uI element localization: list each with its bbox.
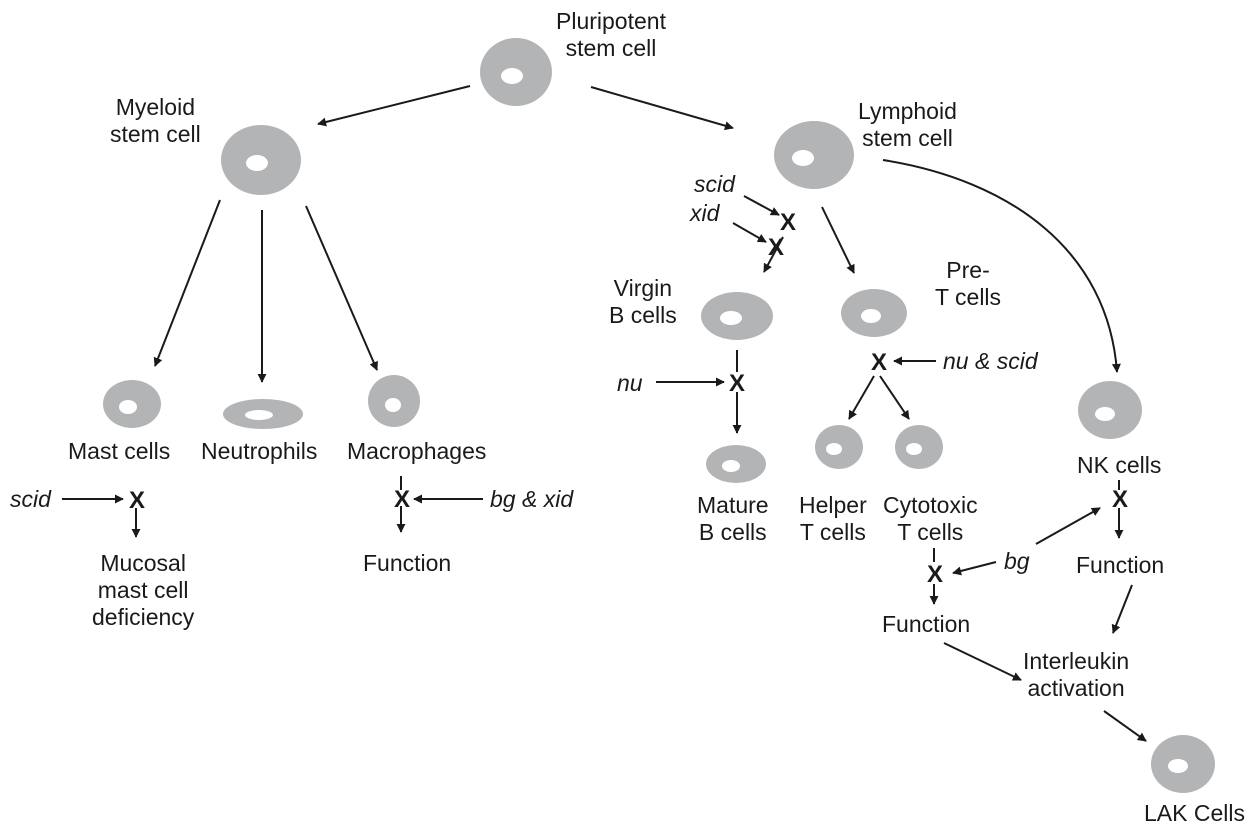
block-mark-macrophage: X bbox=[394, 486, 410, 513]
label-macrophage-function: Function bbox=[363, 550, 452, 576]
label-neutrophils: Neutrophils bbox=[201, 438, 318, 464]
label-nk-function: Function bbox=[1076, 552, 1165, 578]
arrow-interleukin-to-lak bbox=[1103, 710, 1147, 742]
neutrophil-cell bbox=[223, 399, 303, 429]
arrow-myeloid-to-mast bbox=[153, 199, 221, 367]
block-mark-lymphoid-xid: X bbox=[768, 234, 784, 261]
arrow-myeloid-to-macrophage bbox=[305, 205, 378, 371]
block-mark-virgin-b: X bbox=[729, 370, 745, 397]
mutation-label-bg: bg bbox=[1004, 548, 1030, 574]
label-lak-cells: LAK Cells bbox=[1144, 800, 1245, 826]
block-mark-nk: X bbox=[1112, 486, 1128, 513]
arrow-pre-t-to-helper bbox=[848, 375, 875, 420]
mutation-label-scid-mast: scid bbox=[10, 486, 51, 512]
arrow-bg-to-t bbox=[952, 561, 997, 576]
arrow-scid-lymphoid bbox=[743, 195, 780, 216]
arrow-nk-function-to-interleukin bbox=[1111, 584, 1133, 634]
label-macrophages: Macrophages bbox=[347, 438, 487, 464]
cytotoxic-t-cell bbox=[895, 425, 943, 469]
macrophage-cell bbox=[368, 375, 420, 427]
helper-t-cell bbox=[815, 425, 863, 469]
mutation-label-xid-lymphoid: xid bbox=[690, 200, 720, 226]
arrow-lymphoid-to-nk bbox=[882, 159, 1121, 373]
virgin-b-cell bbox=[701, 292, 773, 340]
arrow-t-function-to-interleukin bbox=[943, 642, 1022, 681]
mutation-label-bg-xid: bg & xid bbox=[490, 486, 574, 512]
block-mark-mast: X bbox=[129, 487, 145, 514]
arrow-lymphoid-to-virgin-b bbox=[763, 236, 784, 273]
pluripotent-stem-cell bbox=[480, 38, 552, 106]
lak-cell bbox=[1151, 735, 1215, 793]
mutation-label-scid-lymphoid: scid bbox=[694, 171, 735, 197]
mutation-label-nu-scid-t: nu & scid bbox=[943, 348, 1038, 374]
arrow-pre-t-to-cytotoxic bbox=[879, 375, 910, 420]
label-mast-cells: Mast cells bbox=[68, 438, 171, 464]
arrow-bg-to-nk bbox=[1035, 507, 1101, 545]
pre-t-cell bbox=[841, 289, 907, 337]
arrow-lymphoid-to-pre-t bbox=[821, 206, 855, 274]
mast-cell bbox=[103, 380, 161, 428]
myeloid-stem-cell bbox=[221, 125, 301, 195]
label-t-cell-function: Function bbox=[882, 611, 971, 637]
label-nk-cells: NK cells bbox=[1077, 452, 1162, 478]
arrow-pluripotent-to-lymphoid bbox=[590, 86, 734, 131]
block-mark-pre-t: X bbox=[871, 349, 887, 376]
mature-b-cell bbox=[706, 445, 766, 483]
lymphoid-stem-cell bbox=[774, 121, 854, 189]
block-mark-lymphoid-scid: X bbox=[780, 209, 796, 236]
arrow-xid-lymphoid bbox=[732, 222, 767, 243]
mutation-label-nu-b: nu bbox=[617, 370, 643, 396]
block-mark-cytotoxic: X bbox=[927, 561, 943, 588]
label-pre-t-cells: Pre-T cells bbox=[935, 257, 1002, 310]
arrow-pluripotent-to-myeloid bbox=[317, 85, 471, 127]
nk-cell bbox=[1078, 381, 1142, 439]
